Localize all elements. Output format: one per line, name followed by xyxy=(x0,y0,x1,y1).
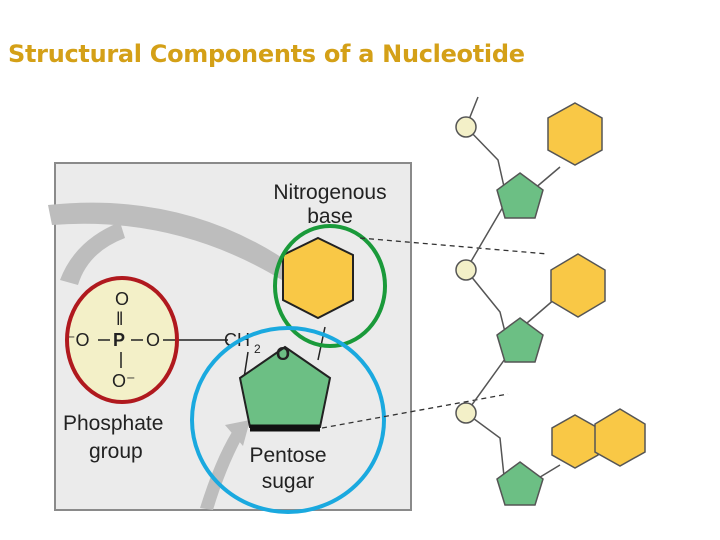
phosphate-highlight-circle xyxy=(65,276,179,404)
strand-sugar-1 xyxy=(496,172,544,219)
curved-arrow-bottom-head xyxy=(225,420,250,446)
strand-base-3b xyxy=(594,408,646,467)
label-pentose-sugar-1: Pentose xyxy=(249,444,326,467)
sugar-highlight-circle xyxy=(190,326,386,514)
label-phosphate-group-2: group xyxy=(89,440,143,463)
label-nitrogenous-base-1: Nitrogenous xyxy=(273,181,386,204)
strand-base-3a xyxy=(551,414,599,469)
slide-title: Structural Components of a Nucleotide xyxy=(8,40,525,68)
phosphate-right-oxygen: O xyxy=(146,330,160,350)
phosphate-phosphorus: P xyxy=(113,330,125,350)
ch2-subscript: 2 xyxy=(254,342,261,356)
phosphate-double-bond: ‖ xyxy=(116,309,123,329)
strand-link-2 xyxy=(526,297,557,324)
nitrogenous-base-shape xyxy=(282,236,354,320)
phosphate-disc xyxy=(68,280,176,400)
curved-arrow-top xyxy=(48,202,300,285)
sugar-ring-oxygen: O xyxy=(276,344,290,364)
strand-base-2 xyxy=(550,253,606,318)
phosphate-top-oxygen: O xyxy=(115,289,129,309)
strand-phosphate-3 xyxy=(455,402,477,424)
phosphate-bottom-oxygen: O⁻ xyxy=(112,371,136,391)
strand-phosphate-1 xyxy=(455,116,477,138)
strand-phosphate-2 xyxy=(455,259,477,281)
dashed-connector-top xyxy=(359,237,549,255)
base-highlight-circle xyxy=(273,224,387,348)
strand-sugar-2 xyxy=(496,317,544,363)
label-phosphate-group-1: Phosphate xyxy=(63,412,163,435)
strand-backbone xyxy=(464,96,511,506)
label-nitrogenous-base-2: base xyxy=(307,205,353,228)
strand-sugar-3 xyxy=(496,461,544,506)
dashed-connector-bottom xyxy=(321,393,509,429)
curved-arrow-bottom xyxy=(200,432,242,510)
strand-base-1 xyxy=(547,102,603,166)
curved-arrow-top-tail xyxy=(60,222,125,285)
label-pentose-sugar-2: sugar xyxy=(262,470,315,493)
phosphate-left-oxygen: ⁻O xyxy=(66,330,90,350)
